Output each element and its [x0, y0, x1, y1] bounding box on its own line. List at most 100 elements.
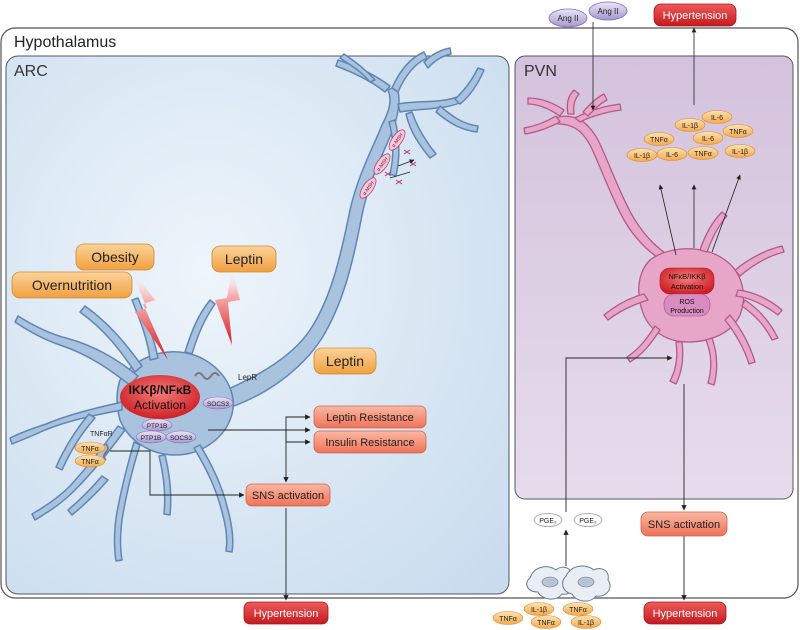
peri-il1b-1: [523, 602, 555, 616]
peri-tnfa-2: [530, 615, 562, 629]
lepr-receptor-icon: [194, 372, 220, 380]
msh-pill-2: [373, 153, 391, 175]
pvn-il1b-a-text: IL-1β: [682, 123, 698, 130]
pge2-b-text: PGE₂: [579, 518, 597, 525]
pvn-il1b-c: [724, 144, 756, 158]
periphery-cell-1-nucleus: [541, 576, 559, 588]
ptp1b-a-text: PTP1B: [147, 423, 168, 430]
pvn-tnfa-c: [687, 146, 719, 160]
peri-il1b-2: [570, 615, 602, 629]
ang-ii-1: [548, 8, 588, 28]
arc-label: ARC: [14, 63, 48, 80]
peri-tnfa-3-text: TNFα: [569, 607, 587, 614]
tnfar-label: TNFαR: [90, 431, 113, 438]
hypertension-top-text: Hypertension: [663, 10, 728, 22]
socs3-a-text: SOCS3: [207, 401, 229, 408]
leptin-resistance-box: [313, 405, 427, 429]
pvn-il6-top-text: IL-6: [711, 115, 723, 122]
leptin-mid-box: [313, 347, 377, 375]
sns-pvn-text: SNS activation: [648, 519, 720, 531]
hypertension-arc-text: Hypertension: [254, 608, 319, 620]
pvn-il6-c-text: IL-6: [666, 152, 678, 159]
obesity-box: [75, 243, 155, 271]
pvn-nfkb-line2: Activation: [671, 282, 704, 291]
insulin-resistance-text: Insulin Resistance: [325, 437, 414, 449]
msh-group: α-MSH α-MSH α-MSH: [359, 129, 416, 199]
pge2-pill-b: [573, 513, 603, 527]
ikk-activation-blob: [120, 375, 200, 419]
pvn-il6-c: [656, 147, 688, 161]
pvn-ros-box: [663, 293, 711, 317]
pvn-il1b-a: [674, 118, 706, 132]
pvn-il1b-c-text: IL-1β: [732, 149, 748, 156]
peri-il1b-1-text: IL-1β: [531, 607, 547, 614]
socs3-pill-a: [202, 396, 234, 410]
pvn-il1b-b-text: IL-1β: [634, 153, 650, 160]
ang-ii-1-text: Ang II: [558, 14, 579, 23]
pvn-il6-b-text: IL-6: [702, 136, 714, 143]
pvn-tnfa-b-text: TNFα: [729, 129, 747, 136]
leptin-top-box: [211, 245, 277, 273]
tnfa-arc-1-text: TNFα: [81, 446, 99, 453]
ptp1b-pill-a: [141, 418, 173, 432]
msh-pill-3: [388, 129, 406, 151]
ptp1b-b-text: PTP1B: [141, 435, 162, 442]
pvn-neuron: [523, 89, 785, 386]
overnutrition-text: Overnutrition: [32, 277, 112, 293]
sns-arc-text: SNS activation: [252, 490, 324, 502]
pvn-label: PVN: [524, 63, 557, 80]
pvn-tnfa-a: [643, 132, 675, 146]
pvn-cytokine-cluster: IL-6 IL-1β TNFα IL-6 TNFα IL-1β IL-6 TNF…: [626, 110, 756, 162]
hypertension-pvn-box: [643, 601, 727, 625]
insulin-resistance-box: [313, 430, 427, 454]
pvn-nfkb-line1: NFκB/IKKβ: [668, 272, 706, 281]
pvn-cytokine-arrow-3: [711, 174, 741, 253]
socs3-pill-b: [165, 430, 197, 444]
sns-pvn-box: [640, 511, 728, 537]
pge2-to-pvn-line: [565, 355, 673, 512]
tnfa-arc-pill-2: [74, 454, 106, 468]
arc-region: [5, 55, 510, 595]
peri-il1b-2-text: IL-1β: [578, 620, 594, 627]
overnutrition-box: [11, 271, 133, 299]
ang-ii-2-text: Ang II: [598, 7, 619, 16]
hypothalamus-label: Hypothalamus: [14, 34, 116, 51]
pge2-pill-a: [533, 513, 563, 527]
pvn-il6-b: [692, 131, 724, 145]
sns-arc-box: [245, 483, 331, 507]
hypertension-arc-box: [243, 601, 329, 625]
tnfa-to-sns: [110, 450, 245, 498]
ang-ii-2: [588, 1, 628, 21]
leptin-mid-text: Leptin: [326, 353, 364, 369]
leptin-bolt: [215, 268, 240, 345]
leptin-resistance-text: Leptin Resistance: [326, 412, 413, 424]
pvn-ros-line1: ROS: [679, 299, 695, 306]
pge2-a-text: PGE₂: [539, 518, 557, 525]
peri-tnfa-2-text: TNFα: [537, 620, 555, 627]
pvn-il6-top: [701, 110, 733, 124]
tnfar-receptor-icon: [103, 443, 109, 461]
peri-tnfa-1: [492, 611, 524, 625]
obesity-text: Obesity: [91, 249, 138, 265]
tnfa-arc-2-text: TNFα: [81, 459, 99, 466]
lepr-label: LepR: [238, 373, 257, 382]
pvn-tnfa-b: [722, 124, 754, 138]
periphery-cell-2-nucleus: [577, 576, 595, 588]
pvn-cytokine-arrow-1: [658, 184, 677, 256]
obesity-bolt: [130, 268, 168, 360]
leptin-top-text: Leptin: [225, 251, 263, 267]
ikk-activation-line2: Activation: [134, 398, 186, 412]
tnfa-arc-pill-1: [74, 441, 106, 455]
msh-arrows: [389, 160, 414, 179]
ikk-activation-line1: IKKβ/NFκB: [129, 383, 192, 397]
pvn-ros-line2: Production: [670, 308, 704, 315]
peri-tnfa-1-text: TNFα: [499, 616, 517, 623]
peri-tnfa-3: [562, 602, 594, 616]
msh-pill-1: [359, 177, 377, 199]
pvn-tnfa-c-text: TNFα: [694, 151, 712, 158]
hypertension-top-box: [653, 3, 737, 27]
socs3-b-text: SOCS3: [170, 435, 192, 442]
arc-to-leptin-resistance: [285, 414, 311, 430]
pvn-tnfa-a-text: TNFα: [650, 137, 668, 144]
